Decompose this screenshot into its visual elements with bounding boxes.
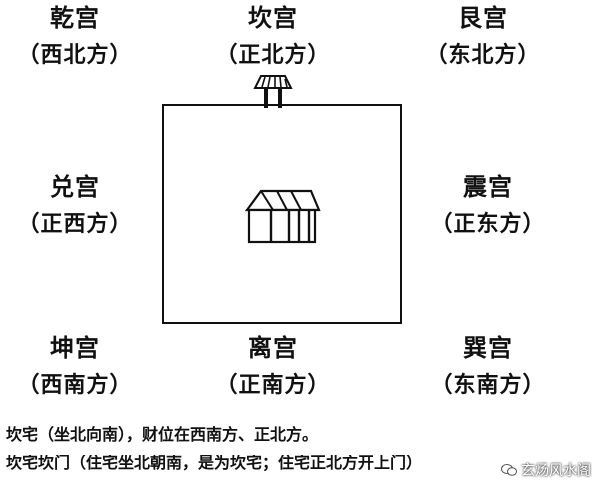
palace-li: 离宫 （正南方） bbox=[198, 333, 348, 398]
palace-xun-name: 巽宫 bbox=[463, 333, 513, 362]
palace-dui: 兑宫 （正西方） bbox=[0, 172, 150, 237]
house-icon bbox=[244, 189, 321, 244]
palace-kan: 坎宫 （正北方） bbox=[198, 3, 348, 68]
palace-kun-direction: （西南方） bbox=[17, 372, 133, 398]
caption-line-1: 坎宅（坐北向南），财位在西南方、正北方。 bbox=[6, 425, 319, 444]
caption-line-2: 坎宅坎门（住宅坐北朝南，是为坎宅；住宅正北方开上门） bbox=[6, 455, 423, 471]
palace-xun: 巽宫 （东南方） bbox=[413, 333, 563, 398]
palace-gen: 艮宫 （东北方） bbox=[408, 3, 558, 68]
palace-qian-direction: （西北方） bbox=[17, 42, 133, 68]
watermark-text: 玄炀风水阁 bbox=[521, 463, 591, 479]
palace-kan-direction: （正北方） bbox=[215, 42, 331, 68]
palace-zhen: 震宫 （正东方） bbox=[413, 172, 563, 237]
palace-kan-name: 坎宫 bbox=[248, 3, 298, 32]
wechat-icon bbox=[501, 464, 517, 476]
palace-zhen-name: 震宫 bbox=[463, 172, 513, 201]
palace-gen-name: 艮宫 bbox=[458, 3, 508, 32]
palace-li-name: 离宫 bbox=[248, 333, 298, 362]
watermark: 玄炀风水阁 bbox=[501, 460, 591, 480]
palace-zhen-direction: （正东方） bbox=[430, 211, 546, 237]
palace-li-direction: （正南方） bbox=[215, 372, 331, 398]
palace-qian: 乾宫 （西北方） bbox=[0, 3, 150, 68]
palace-xun-direction: （东南方） bbox=[430, 372, 546, 398]
palace-dui-direction: （正西方） bbox=[17, 211, 133, 237]
palace-qian-name: 乾宫 bbox=[50, 3, 100, 32]
palace-dui-name: 兑宫 bbox=[50, 172, 100, 201]
palace-kun-name: 坤宫 bbox=[50, 333, 100, 362]
palace-gen-direction: （东北方） bbox=[425, 42, 541, 68]
gate-icon bbox=[253, 75, 293, 108]
palace-kun: 坤宫 （西南方） bbox=[0, 333, 150, 398]
